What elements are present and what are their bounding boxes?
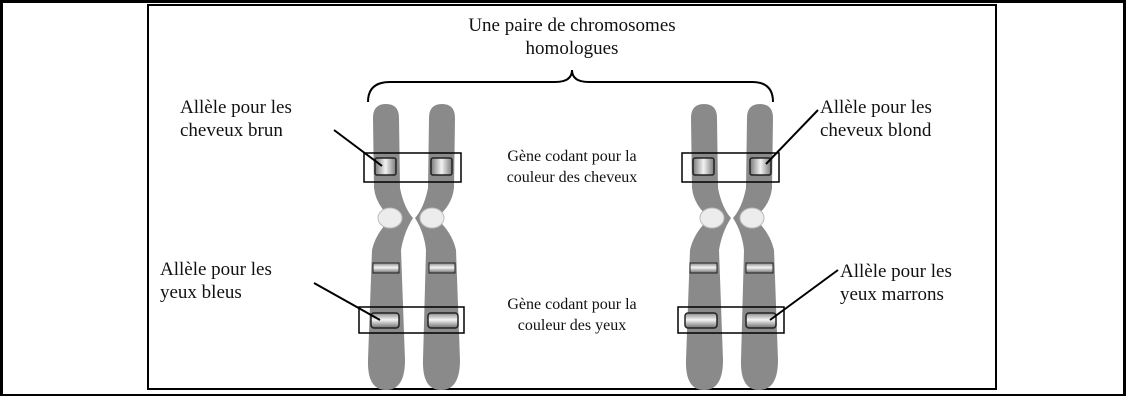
chromosome-left (368, 104, 460, 390)
homologous-pair-brace (368, 70, 773, 102)
label-gene-eyes: Gène codant pour la couleur des yeux (478, 294, 666, 336)
centromere-left-a (378, 208, 402, 228)
chromatid-right-a (686, 104, 731, 390)
chromosome-right (685, 104, 778, 390)
label-allele-eyes-blue-line1: Allèle pour les (160, 258, 272, 281)
centromere-right-a (700, 208, 724, 228)
band-left-a-mid (373, 263, 399, 273)
band-left-b-mid (429, 263, 455, 273)
label-allele-hair-brown: Allèle pour les cheveux brun (180, 96, 292, 142)
label-allele-hair-blond-line2: cheveux blond (820, 119, 932, 142)
band-right-b-eyes (746, 313, 776, 328)
diagram-title-line2: homologues (392, 37, 752, 60)
band-left-a-eyes (371, 313, 399, 328)
label-allele-eyes-blue-line2: yeux bleus (160, 281, 272, 304)
band-right-b-mid (746, 263, 773, 273)
centromere-right-b (740, 208, 764, 228)
leader-eyes-blue (314, 283, 380, 320)
band-left-b-eyes (428, 313, 458, 328)
label-gene-hair: Gène codant pour la couleur des cheveux (478, 146, 666, 188)
band-right-a-eyes (685, 313, 717, 328)
label-allele-hair-brown-line2: cheveux brun (180, 119, 292, 142)
label-gene-hair-line2: couleur des cheveux (478, 167, 666, 188)
label-allele-eyes-brown: Allèle pour les yeux marrons (840, 260, 952, 306)
label-gene-hair-line1: Gène codant pour la (478, 146, 666, 167)
label-gene-eyes-line1: Gène codant pour la (478, 294, 666, 315)
band-right-b-hair (750, 158, 771, 175)
diagram-title: Une paire de chromosomes homologues (392, 14, 752, 60)
leader-hair-blond (766, 110, 818, 164)
label-allele-hair-brown-line1: Allèle pour les (180, 96, 292, 119)
chromatid-left-b (415, 104, 460, 390)
centromere-left-b (420, 208, 444, 228)
band-left-a-hair (375, 158, 396, 175)
label-allele-eyes-brown-line2: yeux marrons (840, 283, 952, 306)
band-left-b-hair (431, 158, 452, 175)
leader-eyes-brown (770, 270, 838, 320)
label-allele-hair-blond: Allèle pour les cheveux blond (820, 96, 932, 142)
chromatid-left-a (368, 104, 413, 390)
label-allele-hair-blond-line1: Allèle pour les (820, 96, 932, 119)
band-right-a-mid (690, 263, 717, 273)
label-allele-eyes-brown-line1: Allèle pour les (840, 260, 952, 283)
diagram-title-line1: Une paire de chromosomes (392, 14, 752, 37)
chromatid-right-b (733, 104, 778, 390)
label-gene-eyes-line2: couleur des yeux (478, 315, 666, 336)
band-right-a-hair (693, 158, 714, 175)
label-allele-eyes-blue: Allèle pour les yeux bleus (160, 258, 272, 304)
